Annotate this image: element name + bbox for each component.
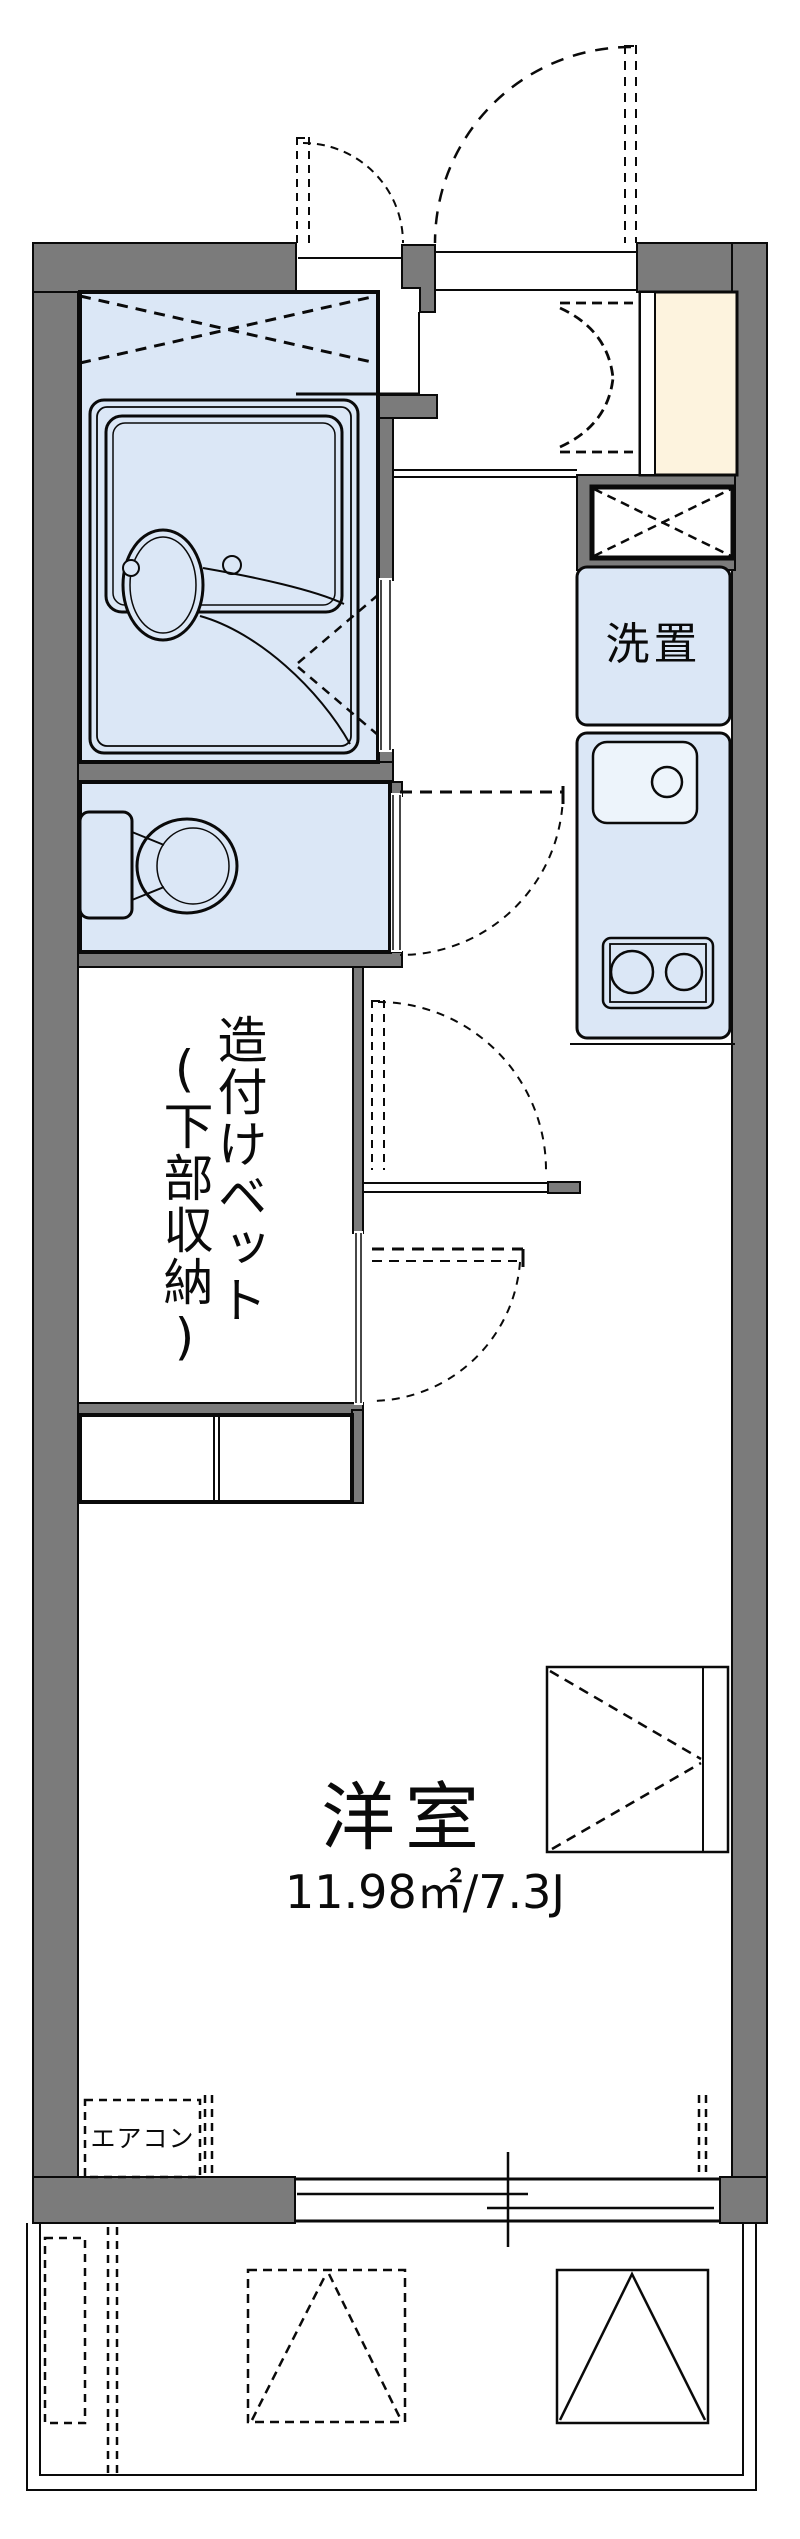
- balcony-dashed-hatch: [246, 2268, 407, 2424]
- aircon-box: [83, 2095, 708, 2179]
- balcony: [26, 2223, 757, 2491]
- bathroom-door-fold: [297, 594, 379, 736]
- wall-left: [32, 242, 79, 2224]
- washer-label: 洗置: [605, 619, 702, 670]
- toilet-fixture: [78, 810, 239, 920]
- door-openings: [354, 578, 402, 1405]
- burner-icon: [664, 952, 704, 992]
- entry-lines: [296, 251, 637, 478]
- wall-right: [731, 242, 768, 2224]
- bedroom-door-arc: [370, 1247, 525, 1402]
- wall-bottom-left: [32, 2176, 296, 2224]
- bathtub: [88, 398, 360, 755]
- shoe-cabinet-door-arcs: [559, 301, 633, 454]
- hall-main-wall: [363, 1182, 548, 1193]
- wall-bath-toilet: [77, 761, 394, 783]
- wash-basin: [121, 528, 205, 642]
- wall-toilet-bed: [77, 951, 403, 968]
- wall-bed-right: [352, 966, 364, 1234]
- burner-icon: [609, 949, 655, 995]
- toilet-tank: [78, 810, 134, 920]
- built-in-bed-sublabel: (下部収納): [155, 1040, 214, 1368]
- kitchen-sink: [591, 740, 699, 825]
- washer-space: [575, 565, 732, 727]
- closet-chevron: [549, 1669, 702, 1851]
- vestibule-door-arc: [296, 137, 404, 244]
- main-room-area: 11.98㎡/7.3J: [285, 1865, 565, 1919]
- toilet-bowl: [135, 817, 239, 915]
- closet-box: [545, 1665, 730, 1854]
- aircon-label: エアコン: [90, 2124, 195, 2153]
- toilet-door-arc: [399, 786, 565, 956]
- balcony-items: [43, 2227, 710, 2473]
- entrance-opening: [435, 243, 637, 292]
- wall-top-left: [32, 242, 297, 293]
- built-in-bed-label: 造付けベット: [209, 1014, 268, 1326]
- main-room-label: 洋室: [321, 1775, 489, 1861]
- shoe-cabinet-face: [641, 293, 655, 474]
- kitchen-unit: [570, 731, 735, 1045]
- wall-bottom-right: [719, 2176, 768, 2224]
- wall-bath-right-upper: [377, 417, 394, 581]
- balcony-hatch: [555, 2268, 710, 2425]
- sliding-window: [295, 2152, 720, 2247]
- x-marked-space-cross: [593, 487, 732, 558]
- entrance-door-arc: [433, 45, 637, 244]
- bathroom-x-mark: [79, 294, 377, 365]
- balcony-dashed-slot: [43, 2236, 87, 2425]
- faucet-icon: [122, 559, 140, 577]
- under-bed-storage: [78, 1413, 354, 1504]
- faucet-icon: [650, 765, 684, 799]
- kitchen-door-arc: [371, 1000, 547, 1171]
- shoe-cabinet: [638, 290, 739, 477]
- wall-hall-block: [547, 1181, 581, 1194]
